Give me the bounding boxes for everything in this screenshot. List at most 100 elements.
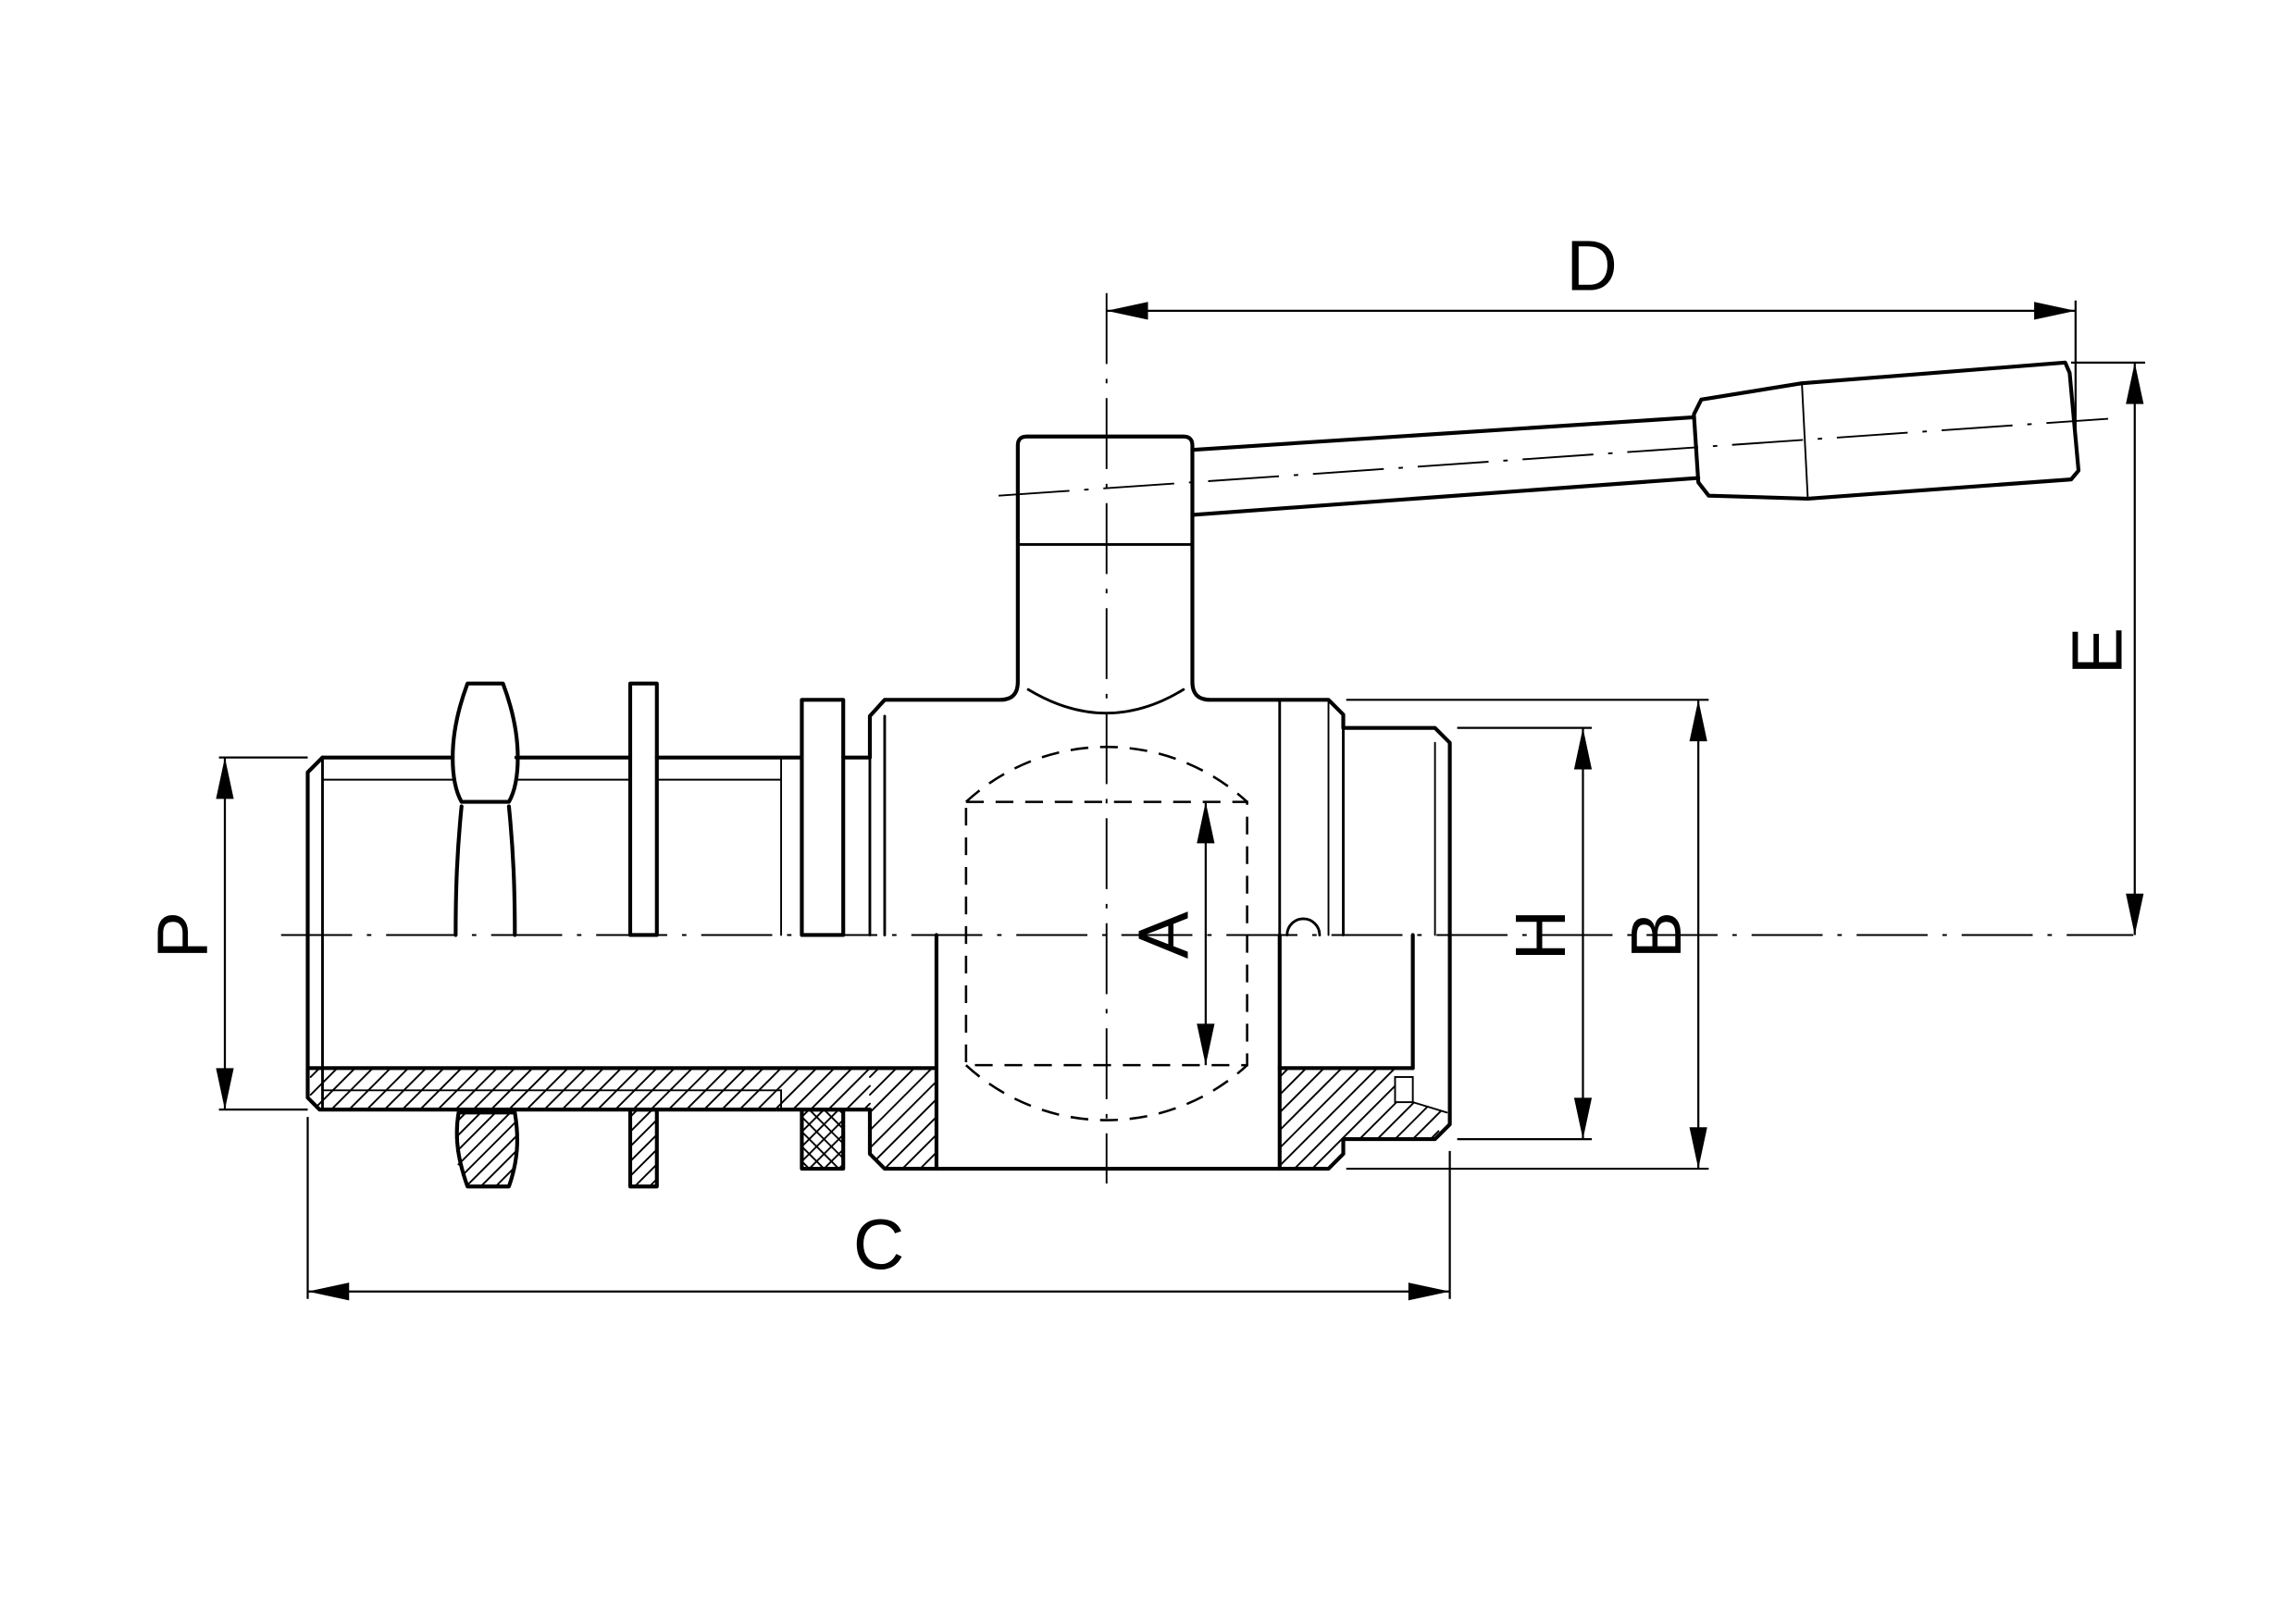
washer-top-outline	[627, 681, 659, 937]
hatch-line	[685, 1067, 729, 1111]
hatch-line	[507, 1067, 552, 1111]
hatch-line	[629, 1134, 658, 1163]
detent-semicircle	[1285, 917, 1322, 936]
hatch-line	[869, 1080, 937, 1149]
ring-section-outline	[800, 1108, 846, 1171]
washer-section-outline	[627, 1108, 659, 1189]
flat-washer	[627, 681, 659, 1189]
hatch-line	[738, 1067, 783, 1111]
dimension-b-label: B	[1618, 911, 1696, 959]
dimension-c-arrow-left	[307, 1282, 350, 1301]
dimension-p-label: P	[144, 911, 223, 959]
dimension-d-label: D	[1566, 227, 1617, 305]
hatch-line	[614, 1067, 658, 1111]
hatch-line	[800, 1116, 845, 1159]
hatch-line	[330, 1067, 374, 1111]
dimension-a-arrow-top	[1197, 801, 1215, 844]
dimension-b-arrow-bottom	[1689, 1127, 1707, 1170]
hatch-line	[823, 1148, 845, 1171]
dimension-e-label: E	[2058, 627, 2137, 675]
hatch-line	[808, 1134, 845, 1171]
hatch-line	[457, 1111, 512, 1166]
hatch-line	[465, 1134, 518, 1187]
hatch-line	[869, 1067, 898, 1096]
hatch-line	[1278, 1067, 1308, 1096]
dimension-b-arrow-top	[1689, 700, 1707, 742]
hatch-line	[774, 1067, 818, 1111]
hatch-line	[1310, 1084, 1396, 1171]
hatch-line	[309, 1067, 339, 1096]
dimension-p-arrow-top	[216, 757, 234, 799]
section-hatching	[309, 1067, 1443, 1188]
hatch-line	[383, 1067, 428, 1111]
nut-section-outline	[454, 1110, 519, 1189]
lever-handle	[1190, 360, 2081, 517]
hatch-line	[1376, 1101, 1415, 1141]
thread-root-line-bottom	[321, 1089, 783, 1111]
hatch-line	[437, 1067, 480, 1111]
hatch-line	[869, 1067, 915, 1114]
hatch-line	[1278, 1067, 1379, 1167]
dimension-a: A	[1125, 801, 1215, 1066]
nut-waist-lines	[453, 804, 517, 937]
lever-top-edge	[1190, 415, 1696, 452]
hatch-line	[800, 1146, 825, 1171]
nut-hex-outline	[451, 681, 520, 804]
hatch-line	[800, 1109, 840, 1148]
sealing-ring	[800, 698, 846, 1171]
body-stem-outline	[867, 434, 1346, 760]
dimension-p-arrow-bottom	[216, 1068, 234, 1110]
dimension-a-arrow-bottom	[1197, 1023, 1215, 1066]
hatch-line	[1278, 1067, 1325, 1114]
handle-grip-outline	[1692, 360, 2081, 501]
hatch-line	[366, 1067, 410, 1111]
hatch-line	[827, 1067, 871, 1111]
hatch-line	[526, 1067, 569, 1111]
ball	[964, 746, 1248, 1121]
dimension-p: P	[144, 756, 308, 1111]
stem-base-arc	[1026, 688, 1185, 715]
body-bottom-outline	[867, 1108, 1346, 1171]
hatch-line	[1278, 1067, 1361, 1149]
hatch-line	[455, 1111, 497, 1152]
right-end-outline	[1341, 725, 1452, 1142]
hatch-line	[494, 1167, 515, 1188]
hatch-line	[401, 1067, 445, 1111]
hatch-line	[823, 1109, 845, 1130]
dimension-d: D	[1106, 227, 2077, 432]
right-end-chamfer-line	[1411, 1101, 1448, 1114]
dimension-a-label: A	[1125, 911, 1204, 959]
hatch-line	[756, 1067, 800, 1111]
handle-centerline	[998, 417, 2109, 497]
hatch-line	[650, 1067, 694, 1111]
right-threaded-end	[1277, 725, 1452, 1142]
hatch-line	[561, 1067, 605, 1111]
hatch-line	[702, 1067, 747, 1111]
dimension-e-arrow-bottom	[2126, 893, 2144, 935]
hatch-line	[845, 1084, 871, 1111]
dimension-e-arrow-top	[2126, 362, 2144, 404]
dimension-e: E	[2058, 361, 2145, 935]
hatch-line	[461, 1121, 517, 1176]
hatch-line	[633, 1163, 658, 1188]
dimension-h-arrow-top	[1573, 727, 1593, 770]
hatch-line	[808, 1109, 845, 1145]
hatch-line	[1394, 1106, 1429, 1141]
lock-nut	[451, 681, 520, 1189]
hatch-line	[721, 1067, 764, 1111]
ring-top-outline	[800, 698, 846, 937]
seal-groove	[1394, 1075, 1414, 1104]
valve-body	[867, 434, 1346, 1171]
hatch-line	[629, 1119, 658, 1148]
dimension-c: C	[306, 1117, 1451, 1301]
ball-top-arc	[965, 746, 1248, 803]
hatch-line	[1359, 1101, 1398, 1141]
nipple-outline	[305, 755, 873, 1112]
left-threaded-nipple	[305, 755, 938, 1112]
hatch-line	[810, 1067, 853, 1111]
hatch-line	[1293, 1067, 1396, 1171]
hatch-line	[419, 1067, 463, 1111]
dimension-h-label: H	[1502, 910, 1581, 960]
dimension-d-arrow-right	[2034, 302, 2076, 320]
